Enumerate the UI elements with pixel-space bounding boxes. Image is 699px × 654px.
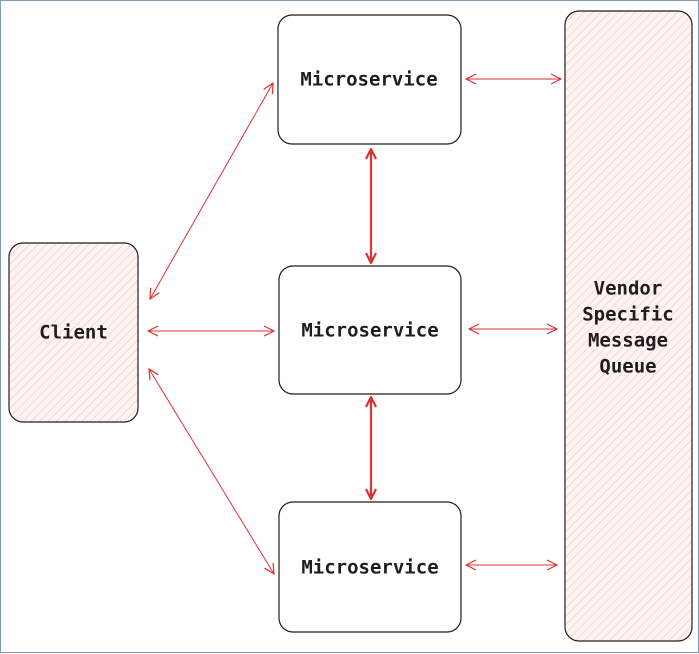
queue-label-line-1: Vendor <box>594 278 663 300</box>
queue-label-line-2: Specific <box>582 304 674 326</box>
arrow-client-ms1 <box>150 83 273 299</box>
queue-label-line-3: Message <box>588 330 668 352</box>
microservice-label-1: Microservice <box>300 69 437 91</box>
microservice-node-3: Microservice <box>278 501 462 633</box>
arrows <box>148 79 561 574</box>
client-node: Client <box>8 242 139 423</box>
message-queue-node: Vendor Specific Message Queue <box>564 10 693 642</box>
microservice-label-2: Microservice <box>301 320 438 342</box>
client-label: Client <box>39 322 108 344</box>
microservice-node-1: Microservice <box>277 14 462 145</box>
microservice-node-2: Microservice <box>278 265 462 395</box>
queue-label-line-4: Queue <box>599 356 656 378</box>
arrow-client-ms3 <box>149 369 274 574</box>
microservice-label-3: Microservice <box>301 557 438 579</box>
